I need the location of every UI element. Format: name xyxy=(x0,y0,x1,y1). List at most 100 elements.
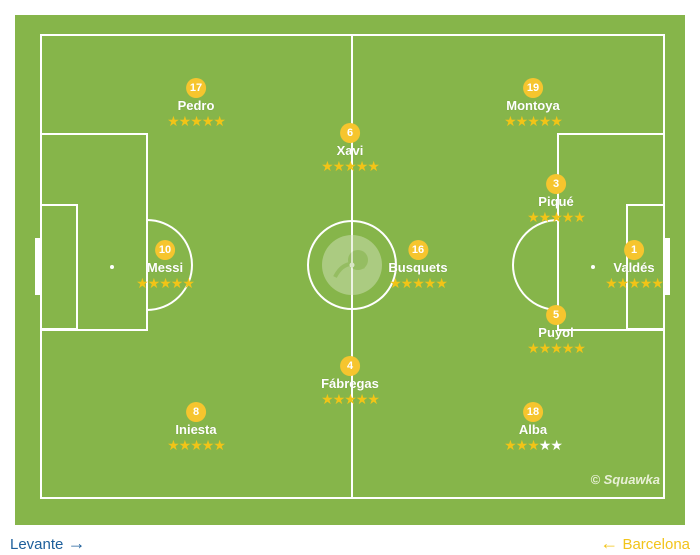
star-icon: ★ xyxy=(561,340,575,356)
player-montoya[interactable]: 19 Montoya ★★★★★ xyxy=(504,78,563,129)
rating-stars: ★★★★★ xyxy=(136,275,195,291)
star-icon: ★ xyxy=(573,340,586,356)
star-icon: ★ xyxy=(504,437,517,453)
player-name: Xavi xyxy=(336,143,364,158)
star-icon: ★ xyxy=(367,158,380,174)
player-name: Busquets xyxy=(388,260,448,275)
right-goal xyxy=(664,238,670,295)
player-alba[interactable]: 18 Alba ★★★★★ xyxy=(504,402,563,453)
left-penalty-arc xyxy=(146,219,193,311)
rating-stars: ★★★★★ xyxy=(504,437,563,453)
player-number-badge: 5 xyxy=(546,305,566,325)
star-icon: ★ xyxy=(628,275,641,291)
player-number-badge: 19 xyxy=(523,78,543,98)
right-penalty-area xyxy=(557,133,665,331)
player-name: Montoya xyxy=(506,98,560,113)
player-name: Piqué xyxy=(538,194,574,209)
player-number-badge: 3 xyxy=(546,174,566,194)
star-icon: ★ xyxy=(389,275,402,291)
star-icon: ★ xyxy=(344,391,357,407)
player-name: Puyol xyxy=(538,325,574,340)
player-number-badge: 10 xyxy=(155,240,175,260)
star-icon: ★ xyxy=(527,437,540,453)
home-team-name: Levante xyxy=(10,536,64,553)
player-number-badge: 17 xyxy=(186,78,206,98)
player-number-badge: 4 xyxy=(340,356,360,376)
star-icon: ★ xyxy=(538,209,552,225)
star-icon: ★ xyxy=(159,275,172,291)
star-icon: ★ xyxy=(504,113,517,129)
rating-stars: ★★★★★ xyxy=(605,275,664,291)
star-icon: ★ xyxy=(213,437,226,453)
player-pedro[interactable]: 17 Pedro ★★★★★ xyxy=(167,78,226,129)
star-icon: ★ xyxy=(213,113,226,129)
star-icon: ★ xyxy=(167,437,180,453)
rating-stars: ★★★★★ xyxy=(321,391,380,407)
rating-stars: ★★★★★ xyxy=(167,113,226,129)
star-icon: ★ xyxy=(550,113,563,129)
star-icon: ★ xyxy=(178,113,192,129)
star-icon: ★ xyxy=(412,275,425,291)
rating-stars: ★★★★★ xyxy=(504,113,563,129)
star-icon: ★ xyxy=(332,391,346,407)
centre-circle xyxy=(307,220,397,310)
left-penalty-spot xyxy=(110,265,114,269)
star-icon: ★ xyxy=(367,391,380,407)
star-icon: ★ xyxy=(178,437,192,453)
player-xavi[interactable]: 6 Xavi ★★★★★ xyxy=(321,123,380,174)
player-valdes[interactable]: 1 Valdés ★★★★★ xyxy=(605,240,664,291)
player-pique[interactable]: 3 Piqué ★★★★★ xyxy=(527,174,586,225)
centre-spot xyxy=(349,262,355,268)
home-team-label: Levante → xyxy=(10,533,86,554)
star-icon: ★ xyxy=(355,158,369,174)
player-number-badge: 18 xyxy=(523,402,543,422)
star-icon: ★ xyxy=(170,275,184,291)
star-icon: ★ xyxy=(538,437,552,453)
rating-stars: ★★★★★ xyxy=(321,158,380,174)
star-icon: ★ xyxy=(550,437,563,453)
star-icon: ★ xyxy=(550,340,563,356)
arrow-left-icon: ← xyxy=(600,533,619,553)
player-name: Alba xyxy=(518,422,548,437)
player-iniesta[interactable]: 8 Iniesta ★★★★★ xyxy=(167,402,226,453)
star-icon: ★ xyxy=(167,113,180,129)
star-icon: ★ xyxy=(423,275,437,291)
player-number-badge: 1 xyxy=(624,240,644,260)
star-icon: ★ xyxy=(400,275,414,291)
star-icon: ★ xyxy=(527,340,540,356)
star-icon: ★ xyxy=(190,437,203,453)
player-number-badge: 16 xyxy=(407,240,428,260)
star-icon: ★ xyxy=(605,275,618,291)
right-penalty-spot xyxy=(591,265,595,269)
rating-stars: ★★★★★ xyxy=(388,275,448,291)
left-penalty-area xyxy=(40,133,148,331)
star-icon: ★ xyxy=(201,437,215,453)
player-puyol[interactable]: 5 Puyol ★★★★★ xyxy=(527,305,586,356)
player-name: Pedro xyxy=(177,98,215,113)
star-icon: ★ xyxy=(355,391,369,407)
star-icon: ★ xyxy=(550,209,563,225)
player-number-badge: 8 xyxy=(186,402,206,422)
star-icon: ★ xyxy=(616,275,630,291)
player-fabregas[interactable]: 4 Fábregas ★★★★★ xyxy=(321,356,380,407)
football-pitch: 17 Pedro ★★★★★ 6 Xavi ★★★★★ 19 Montoya ★… xyxy=(15,15,685,525)
star-icon: ★ xyxy=(136,275,149,291)
player-busquets[interactable]: 16 Busquets ★★★★★ xyxy=(388,240,448,291)
rating-stars: ★★★★★ xyxy=(167,437,226,453)
star-icon: ★ xyxy=(538,340,552,356)
pitch-lines xyxy=(35,34,670,499)
star-icon: ★ xyxy=(639,275,653,291)
star-icon: ★ xyxy=(201,113,215,129)
player-name: Messi xyxy=(146,260,184,275)
star-icon: ★ xyxy=(147,275,161,291)
star-icon: ★ xyxy=(321,158,334,174)
star-icon: ★ xyxy=(527,113,540,129)
star-icon: ★ xyxy=(538,113,552,129)
rating-stars: ★★★★★ xyxy=(527,340,586,356)
star-icon: ★ xyxy=(651,275,664,291)
player-name: Valdés xyxy=(613,260,655,275)
star-icon: ★ xyxy=(332,158,346,174)
player-messi[interactable]: 10 Messi ★★★★★ xyxy=(136,240,195,291)
star-icon: ★ xyxy=(573,209,586,225)
star-icon: ★ xyxy=(190,113,203,129)
